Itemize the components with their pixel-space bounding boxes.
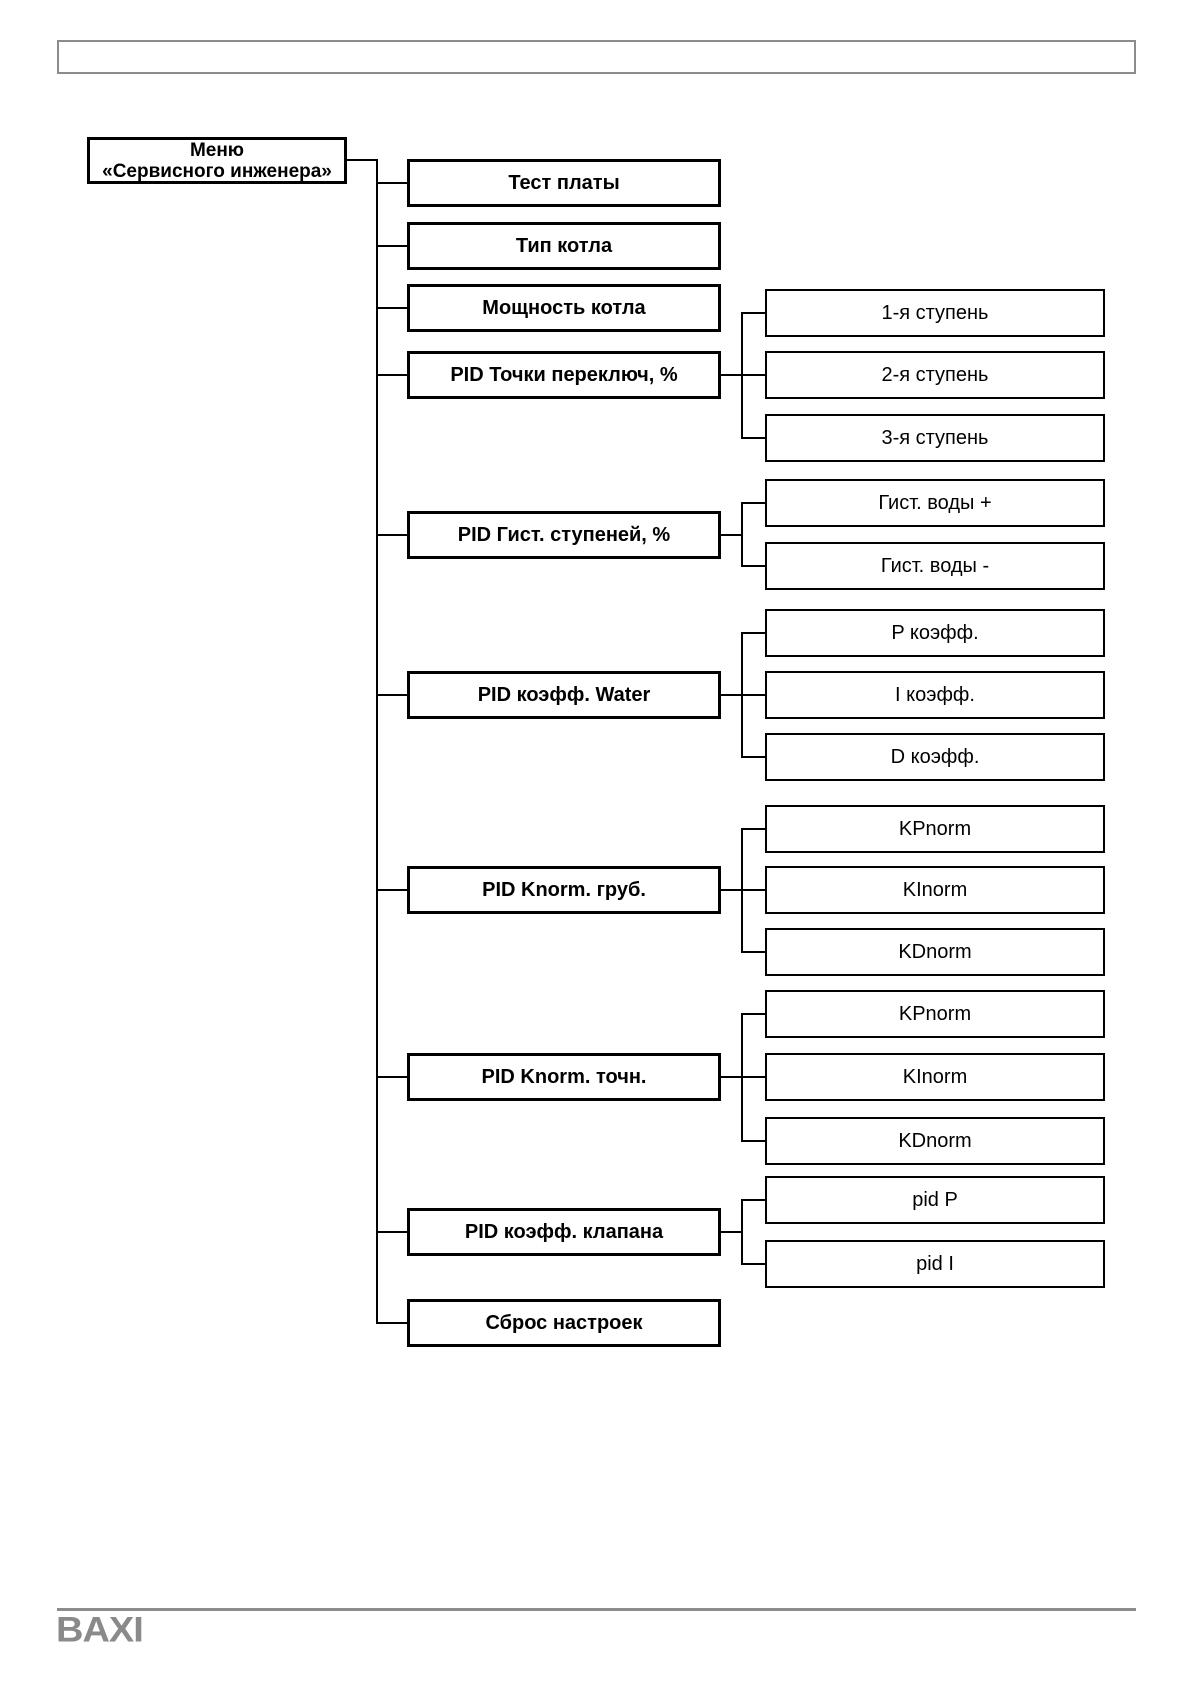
connector-child-stub: [741, 889, 765, 891]
submenu-item-box: pid I: [765, 1240, 1105, 1288]
connector-parent-stub: [721, 1231, 743, 1233]
menu-root-line2: «Сервисного инженера»: [102, 160, 332, 182]
connector-parent-stub: [721, 374, 743, 376]
submenu-item-box: KPnorm: [765, 805, 1105, 853]
submenu-item-box: KInorm: [765, 1053, 1105, 1101]
connector-child-stub: [741, 312, 765, 314]
connector-child-stub: [741, 756, 765, 758]
menu-item-box: Тест платы: [407, 159, 721, 207]
menu-item-box: PID Knorm. груб.: [407, 866, 721, 914]
connector-child-stub: [741, 1263, 765, 1265]
connector-stub: [377, 889, 407, 891]
submenu-item-box: 2-я ступень: [765, 351, 1105, 399]
baxi-logo: BAXI: [56, 1611, 144, 1650]
menu-root-line1: Меню: [189, 139, 245, 161]
menu-item-box: Мощность котла: [407, 284, 721, 332]
menu-item-box: Тип котла: [407, 222, 721, 270]
connector-child-stub: [741, 694, 765, 696]
connector-stub: [377, 182, 407, 184]
submenu-item-box: KDnorm: [765, 928, 1105, 976]
submenu-item-box: Гист. воды -: [765, 542, 1105, 590]
submenu-item-box: 3-я ступень: [765, 414, 1105, 462]
submenu-item-box: P коэфф.: [765, 609, 1105, 657]
connector-stub: [377, 245, 407, 247]
connector-parent-stub: [721, 534, 743, 536]
menu-item-box: PID Гист. ступеней, %: [407, 511, 721, 559]
submenu-item-box: KPnorm: [765, 990, 1105, 1038]
menu-item-box: PID коэфф. клапана: [407, 1208, 721, 1256]
header-box: [57, 40, 1136, 74]
submenu-item-box: KInorm: [765, 866, 1105, 914]
connector-bracket: [741, 1199, 743, 1265]
connector-stub: [377, 374, 407, 376]
connector-child-stub: [741, 951, 765, 953]
connector-stub: [377, 1076, 407, 1078]
connector-parent-stub: [721, 889, 743, 891]
connector-child-stub: [741, 632, 765, 634]
submenu-item-box: pid P: [765, 1176, 1105, 1224]
connector-stub: [377, 1231, 407, 1233]
submenu-item-box: Гист. воды +: [765, 479, 1105, 527]
connector-stub: [377, 694, 407, 696]
submenu-item-box: KDnorm: [765, 1117, 1105, 1165]
connector-stub: [377, 534, 407, 536]
connector-bracket: [741, 502, 743, 567]
menu-item-box: Сброс настроек: [407, 1299, 721, 1347]
connector-parent-stub: [721, 694, 743, 696]
connector-parent-stub: [721, 1076, 743, 1078]
menu-item-box: PID коэфф. Water: [407, 671, 721, 719]
submenu-item-box: I коэфф.: [765, 671, 1105, 719]
menu-item-box: PID Точки переключ, %: [407, 351, 721, 399]
connector-child-stub: [741, 565, 765, 567]
menu-item-box: PID Knorm. точн.: [407, 1053, 721, 1101]
connector-child-stub: [741, 1140, 765, 1142]
submenu-item-box: 1-я ступень: [765, 289, 1105, 337]
connector-child-stub: [741, 1199, 765, 1201]
connector-root-stub: [347, 159, 377, 161]
connector-child-stub: [741, 828, 765, 830]
connector-child-stub: [741, 437, 765, 439]
footer-divider: [57, 1608, 1136, 1611]
connector-trunk: [376, 159, 378, 1324]
connector-child-stub: [741, 502, 765, 504]
submenu-item-box: D коэфф.: [765, 733, 1105, 781]
connector-stub: [377, 1322, 407, 1324]
menu-root-box: Меню «Сервисного инженера»: [87, 137, 347, 184]
connector-child-stub: [741, 374, 765, 376]
connector-child-stub: [741, 1013, 765, 1015]
connector-child-stub: [741, 1076, 765, 1078]
connector-stub: [377, 307, 407, 309]
